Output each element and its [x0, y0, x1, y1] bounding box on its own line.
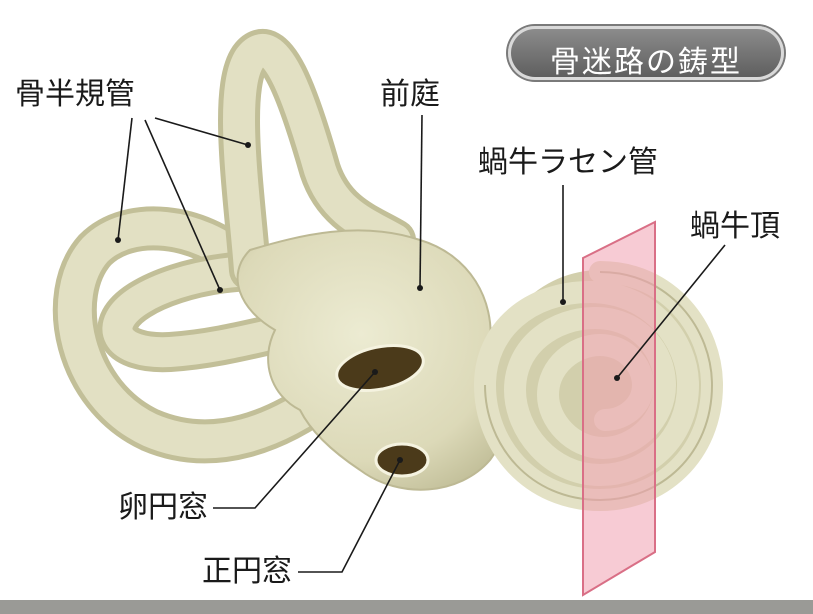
bottom-frame	[0, 600, 813, 614]
diagram-title: 骨迷路の鋳型	[508, 37, 784, 81]
section-plane	[583, 222, 655, 595]
label-cochlear-apex: 蝸牛頂	[690, 212, 780, 242]
label-oval-window: 卵円窓	[118, 493, 208, 523]
label-cochlear-duct: 蝸牛ラセン管	[478, 148, 658, 178]
title-badge: 骨迷路の鋳型	[508, 26, 784, 80]
label-vestibule: 前庭	[380, 80, 440, 110]
label-round-window: 正円窓	[202, 557, 292, 587]
label-semicircular-canals: 骨半規管	[15, 80, 135, 110]
